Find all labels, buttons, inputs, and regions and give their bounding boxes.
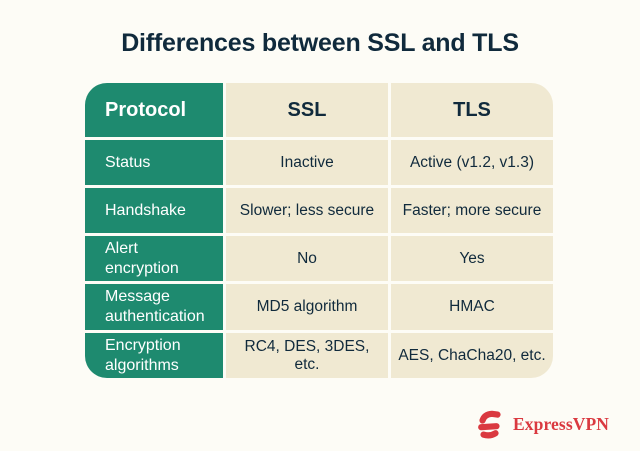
row-label-status: Status: [85, 140, 223, 185]
cell-encryption-algorithms-ssl: RC4, DES, 3DES, etc.: [226, 333, 388, 378]
cell-status-tls: Active (v1.2, v1.3): [391, 140, 553, 185]
cell-alert-encryption-ssl: No: [226, 236, 388, 281]
comparison-table: Protocol SSL TLS Status Inactive Active …: [85, 83, 553, 378]
cell-handshake-ssl: Slower; less secure: [226, 188, 388, 233]
header-tls: TLS: [391, 83, 553, 137]
cell-handshake-tls: Faster; more secure: [391, 188, 553, 233]
page-title: Differences between SSL and TLS: [121, 29, 519, 57]
cell-message-authentication-ssl: MD5 algorithm: [226, 284, 388, 330]
cell-status-ssl: Inactive: [226, 140, 388, 185]
header-protocol: Protocol: [85, 83, 223, 137]
expressvpn-e-mark-icon: [478, 410, 501, 439]
cell-alert-encryption-tls: Yes: [391, 236, 553, 281]
row-label-alert-encryption: Alert encryption: [85, 236, 223, 281]
row-label-encryption-algorithms: Encryption algorithms: [85, 333, 223, 378]
expressvpn-wordmark: ExpressVPN: [513, 414, 609, 434]
cell-message-authentication-tls: HMAC: [391, 284, 553, 330]
header-ssl: SSL: [226, 83, 388, 137]
expressvpn-logo: ExpressVPN: [475, 409, 609, 440]
row-label-handshake: Handshake: [85, 188, 223, 233]
row-label-message-authentication: Message authentication: [85, 284, 223, 330]
cell-encryption-algorithms-tls: AES, ChaCha20, etc.: [391, 333, 553, 378]
